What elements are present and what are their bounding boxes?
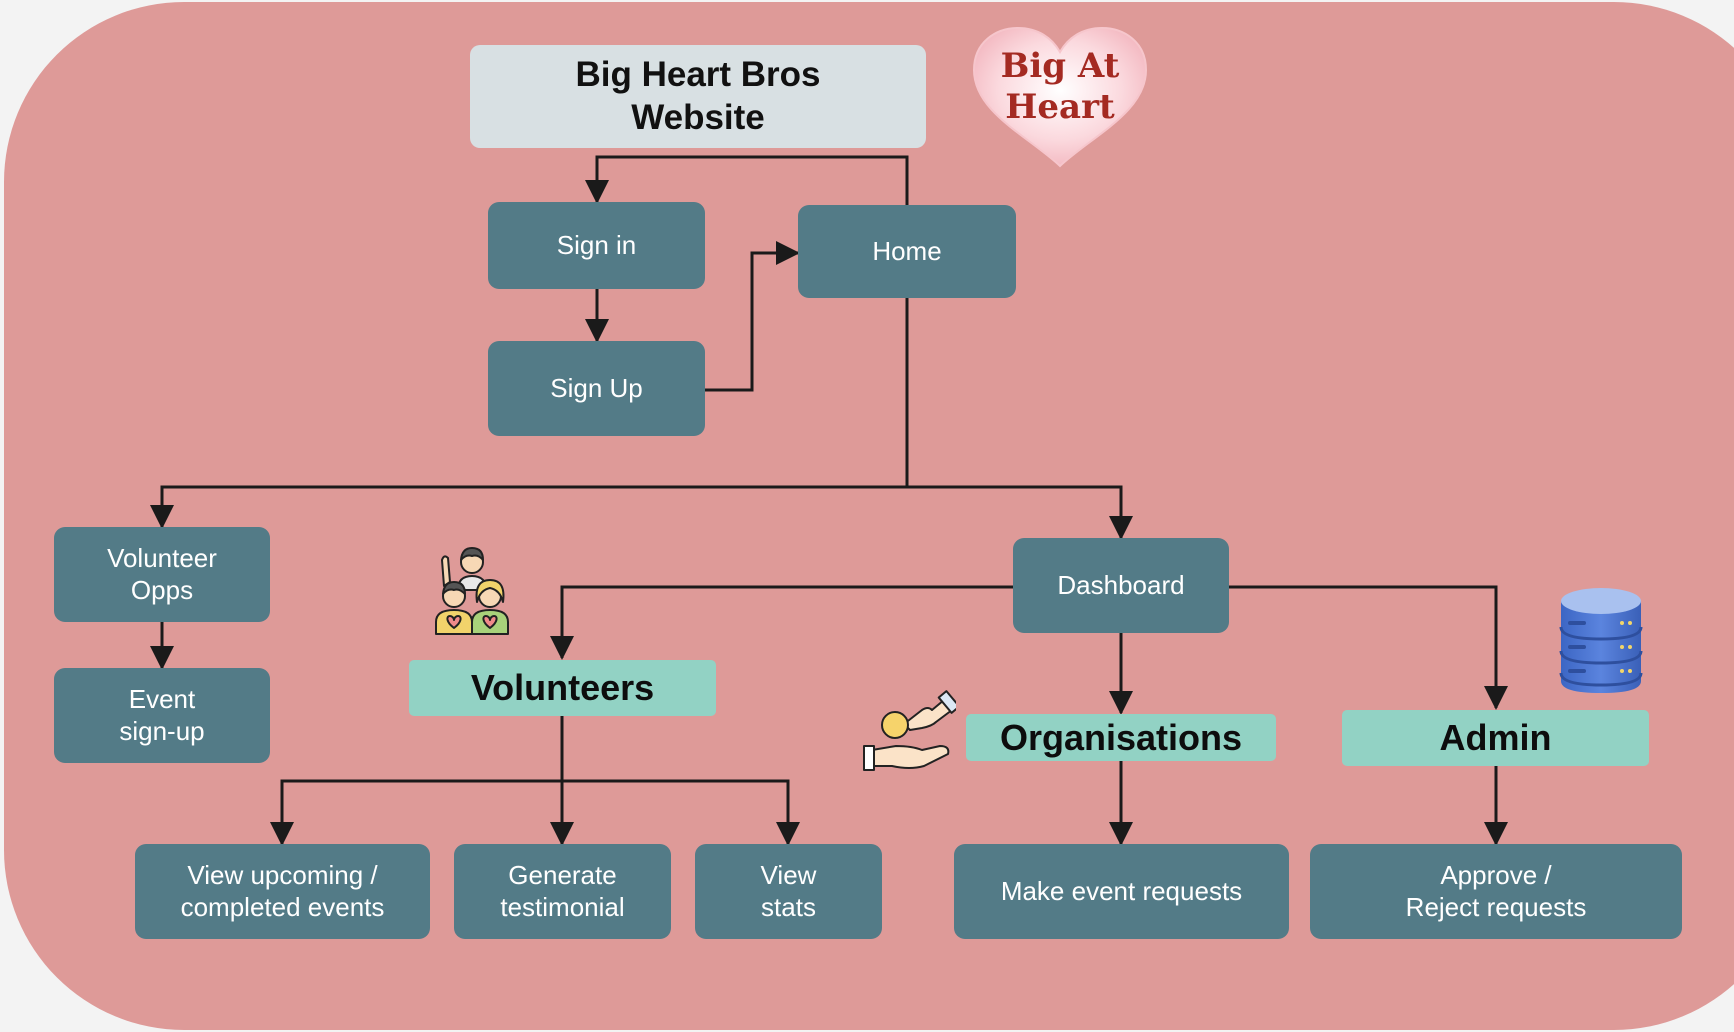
sign-up-node[interactable]: Sign Up bbox=[488, 341, 705, 436]
edge-volunteers-view-events bbox=[270, 779, 562, 846]
donation-hands-icon bbox=[863, 690, 956, 771]
volunteer-opps-node[interactable]: Volunteer Opps bbox=[54, 527, 270, 622]
page-title: Big Heart Bros Website bbox=[470, 45, 926, 148]
volunteers-role-label: Volunteers bbox=[409, 660, 716, 716]
sign-in-node[interactable]: Sign in bbox=[488, 202, 705, 289]
database-icon bbox=[1559, 588, 1643, 693]
make-event-requests-node[interactable]: Make event requests bbox=[954, 844, 1289, 939]
edge-dashboard-admin bbox=[1229, 585, 1508, 710]
event-signup-node[interactable]: Event sign-up bbox=[54, 668, 270, 763]
volunteer-group-icon bbox=[435, 547, 509, 635]
approve-reject-node[interactable]: Approve / Reject requests bbox=[1310, 844, 1682, 939]
view-events-node[interactable]: View upcoming / completed events bbox=[135, 844, 430, 939]
edge-signup-home bbox=[705, 241, 800, 392]
heart-logo-icon: Big At Heart bbox=[972, 26, 1148, 168]
edge-dashboard-volunteers bbox=[550, 585, 1013, 660]
edge-volunteers-stats bbox=[562, 779, 800, 846]
generate-testimonial-node[interactable]: Generate testimonial bbox=[454, 844, 671, 939]
logo-text-line2: Heart bbox=[1005, 87, 1115, 127]
admin-role-label: Admin bbox=[1342, 710, 1649, 766]
view-stats-node[interactable]: View stats bbox=[695, 844, 882, 939]
edge-home-volunteeropps bbox=[150, 485, 907, 529]
logo-text-line1: Big At bbox=[1001, 46, 1120, 86]
home-node[interactable]: Home bbox=[798, 205, 1016, 298]
edge-home-dashboard bbox=[907, 485, 1133, 540]
dashboard-node[interactable]: Dashboard bbox=[1013, 538, 1229, 633]
edge-home-signin bbox=[585, 155, 909, 205]
organisations-role-label: Organisations bbox=[966, 714, 1276, 761]
